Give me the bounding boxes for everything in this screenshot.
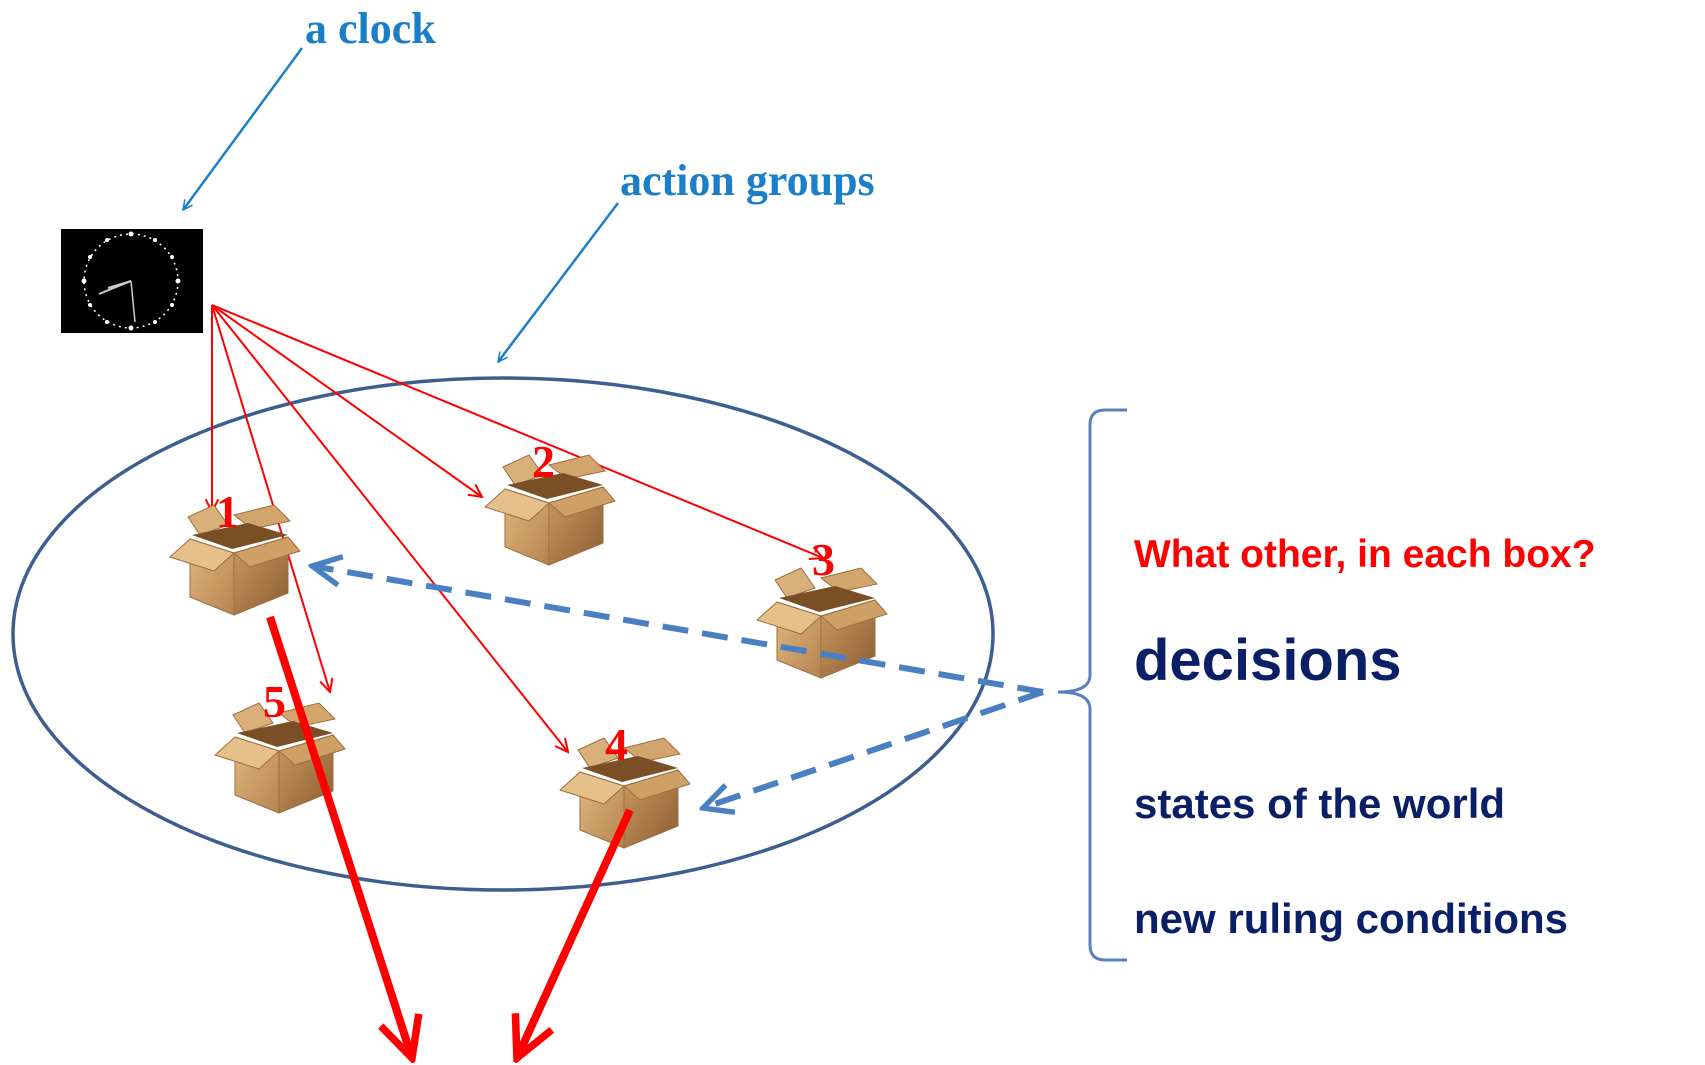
arrow-to-box-3 [211,304,823,558]
box-4: 4 [559,719,691,849]
box-1-number: 1 [216,486,239,537]
action-groups-ellipse [11,376,995,892]
states-of-world-text: states of the world [1134,780,1505,827]
arrow-to-box-4 [211,304,568,752]
curly-brace [1057,408,1127,962]
decisions-text: decisions [1134,628,1402,693]
box-2: 2 [484,436,616,566]
clock-label: a clock [305,4,436,53]
action-groups-pointer-arrow [498,202,619,362]
box-1: 1 [169,486,301,616]
dashed-arrow-to-box-4 [703,689,1044,808]
box-5-number: 5 [263,676,286,727]
box-3: 3 [756,534,888,679]
clock-icon [61,229,203,333]
box-4-number: 4 [605,719,628,770]
box-3-number: 3 [812,534,835,585]
output-arrow-from-box-1 [266,615,412,1058]
action-groups-label: action groups [620,156,875,205]
arrow-to-box-2 [211,304,482,497]
box-5: 5 [214,676,346,814]
output-arrow-from-box-4 [517,808,634,1058]
question-text: What other, in each box? [1134,533,1596,576]
box-2-number: 2 [532,436,555,487]
dashed-arrow-to-box-1 [312,566,1044,695]
clock-pointer-arrow [181,47,304,210]
clock-to-box-arrows [211,304,823,752]
arrow-to-box-5 [211,304,330,692]
new-ruling-conditions-text: new ruling conditions [1134,895,1568,942]
